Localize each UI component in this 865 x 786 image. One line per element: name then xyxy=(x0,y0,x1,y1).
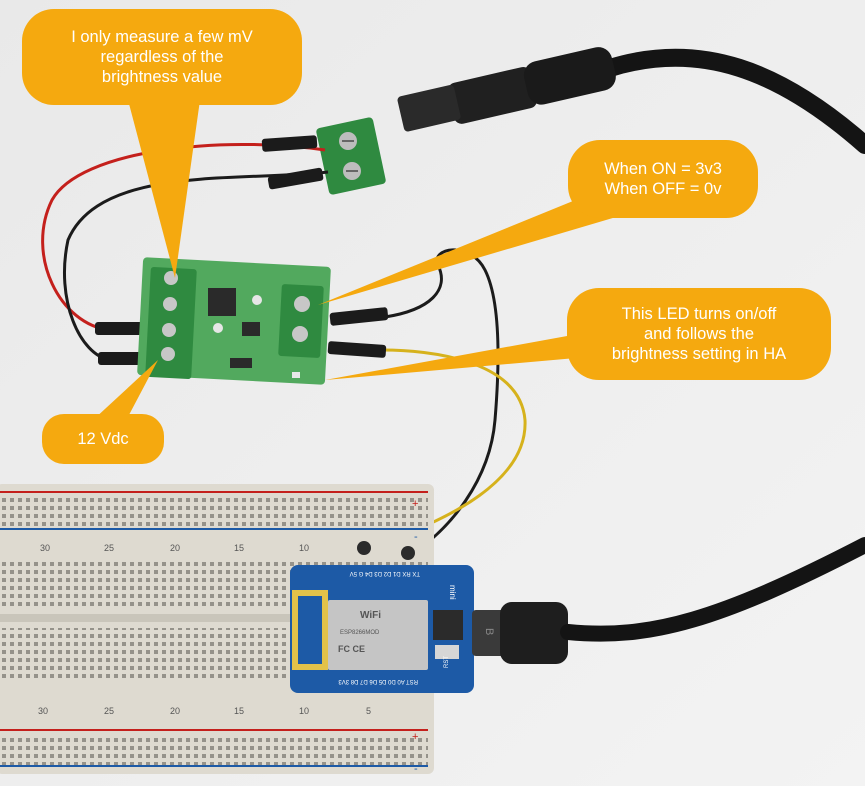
bb-num: 15 xyxy=(234,543,244,553)
usb-cable xyxy=(472,537,865,664)
bb-num: 10 xyxy=(299,706,309,716)
tail-measure xyxy=(128,100,200,278)
output-wire-black xyxy=(384,248,500,557)
bb-num: 30 xyxy=(40,543,50,553)
yellow-wire xyxy=(374,348,527,547)
callout-measure: I only measure a few mV regardless of th… xyxy=(22,9,302,105)
callout-on-off: When ON = 3v3 When OFF = 0v xyxy=(568,140,758,218)
bb-num: 20 xyxy=(170,706,180,716)
red-wire xyxy=(41,142,326,332)
callout-tails xyxy=(80,100,640,432)
wemos-d1-mini xyxy=(290,541,474,693)
bb-num: 5 xyxy=(366,706,371,716)
rail-plus-top: + xyxy=(412,498,418,510)
rail-plus-bottom: + xyxy=(412,731,418,743)
mosfet-board xyxy=(137,257,331,385)
callout-vdc: 12 Vdc xyxy=(42,414,164,464)
tail-led xyxy=(325,330,610,380)
rail-minus-top: - xyxy=(414,531,418,543)
pins-top: TX RX D1 D2 D3 D4 G 5V xyxy=(350,570,420,576)
esp-label: ESP8266MOD xyxy=(340,630,380,636)
bb-num: 25 xyxy=(104,543,114,553)
breadboard-numbers-bottom: 30 25 20 15 10 5 xyxy=(38,706,371,716)
barrel-jack xyxy=(397,47,616,132)
usb-b-label: B xyxy=(483,628,495,635)
wifi-label: WiFi xyxy=(360,610,381,621)
callout-led: This LED turns on/off and follows the br… xyxy=(567,288,831,380)
bb-num: 30 xyxy=(38,706,48,716)
rail-minus-bottom: - xyxy=(414,763,418,775)
breadboard-numbers-top: 30 25 20 15 10 xyxy=(40,543,309,553)
bb-num: 25 xyxy=(104,706,114,716)
bb-num: 10 xyxy=(299,543,309,553)
dc-adapter-terminal xyxy=(316,117,386,195)
mini-label: mini xyxy=(448,585,457,600)
bb-num: 15 xyxy=(234,706,244,716)
black-wire xyxy=(63,170,329,362)
bb-num: 20 xyxy=(170,543,180,553)
fcc-label: FC CE xyxy=(338,644,365,654)
pins-bottom: RST A0 D0 D5 D6 D7 D8 3V3 xyxy=(338,678,418,684)
tail-onoff xyxy=(318,190,640,305)
power-cable xyxy=(601,48,865,154)
rst-label: RST xyxy=(444,656,450,668)
